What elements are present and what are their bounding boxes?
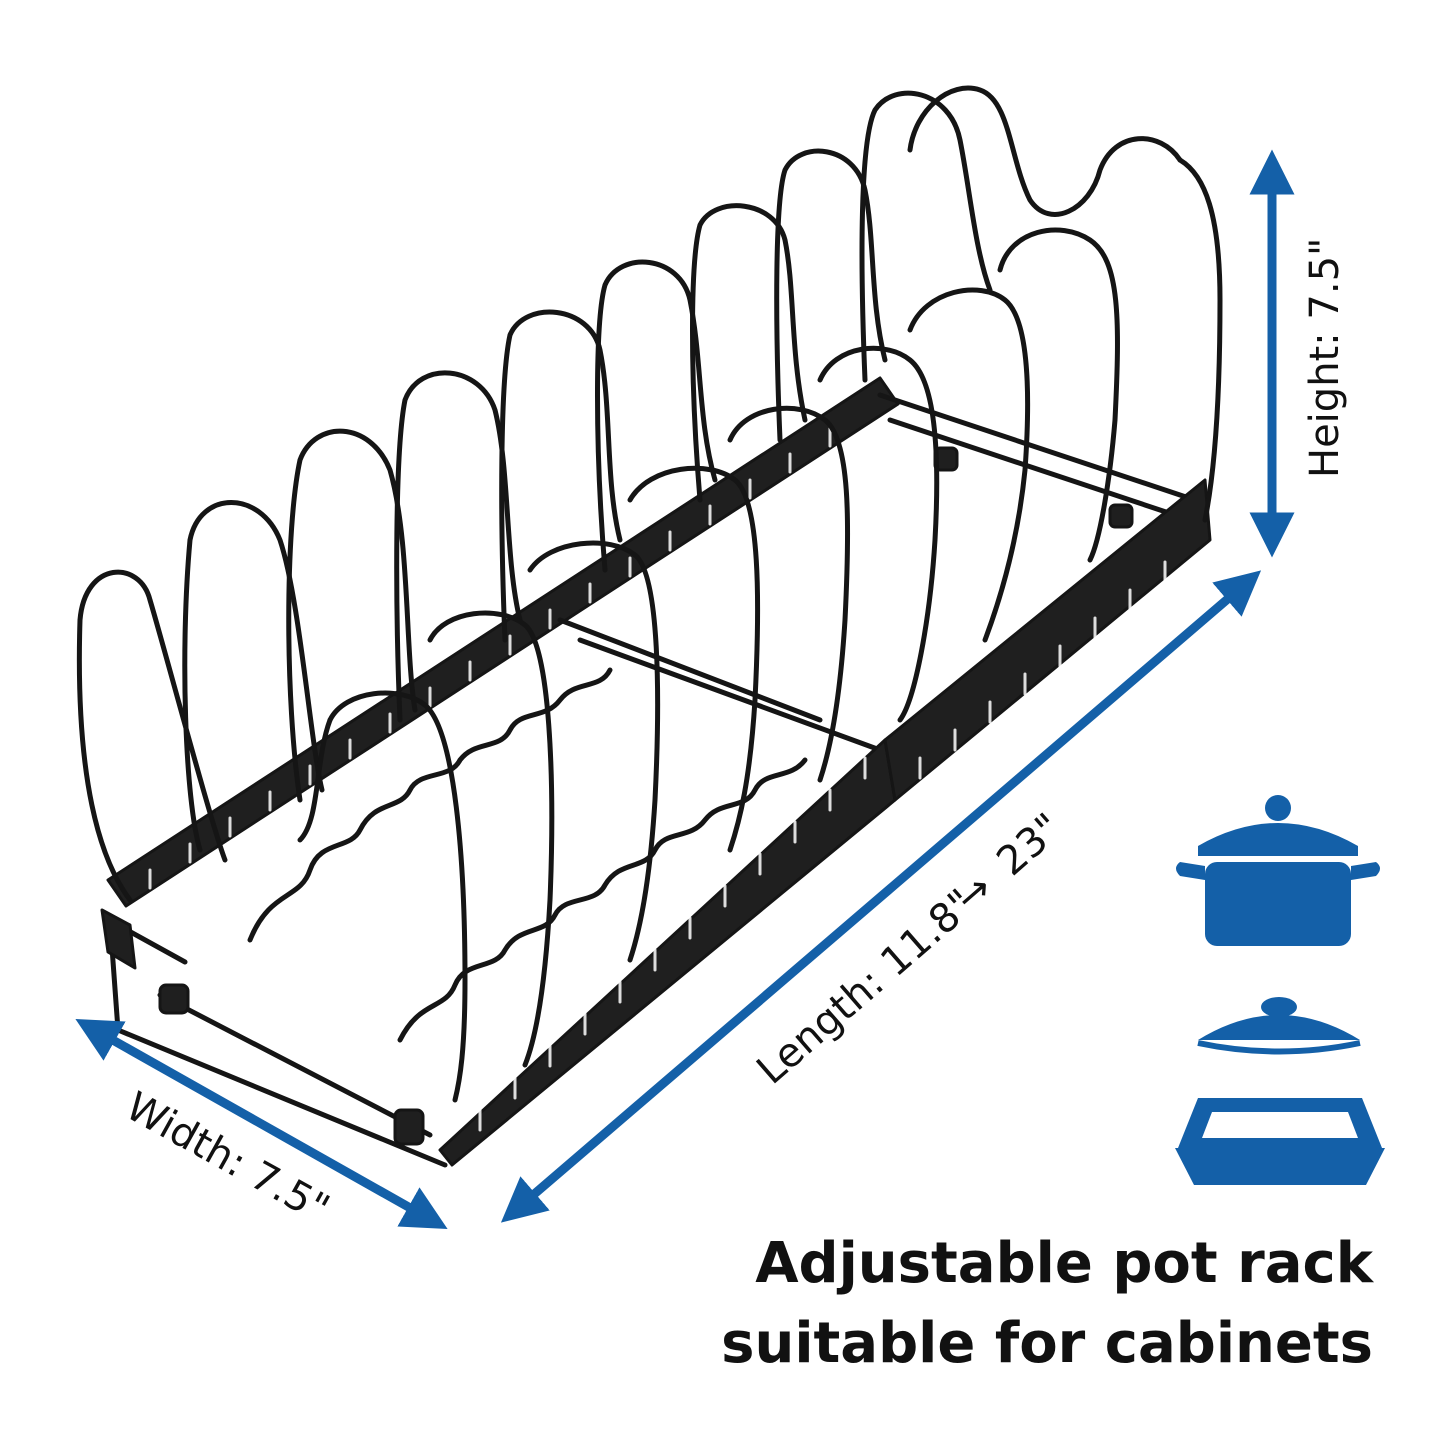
headline-line-2: suitable for cabinets	[721, 1311, 1373, 1376]
headline-line-1: Adjustable pot rack	[755, 1231, 1373, 1296]
stock-pot-icon	[1176, 795, 1380, 946]
dimension-arrows	[75, 149, 1295, 1230]
height-label: Height: 7.5"	[1302, 238, 1348, 478]
pot-lid-icon	[1197, 997, 1361, 1055]
wavy-supports	[247, 667, 808, 1043]
width-arrow	[75, 1018, 448, 1230]
baking-pan-icon	[1175, 1098, 1385, 1185]
length-arrow	[500, 570, 1262, 1223]
pot-rack	[76, 85, 1223, 1168]
length-max-label: 23"	[988, 805, 1070, 885]
headline: Adjustable pot rack suitable for cabinet…	[721, 1224, 1373, 1384]
tall-dividers	[76, 85, 1183, 903]
